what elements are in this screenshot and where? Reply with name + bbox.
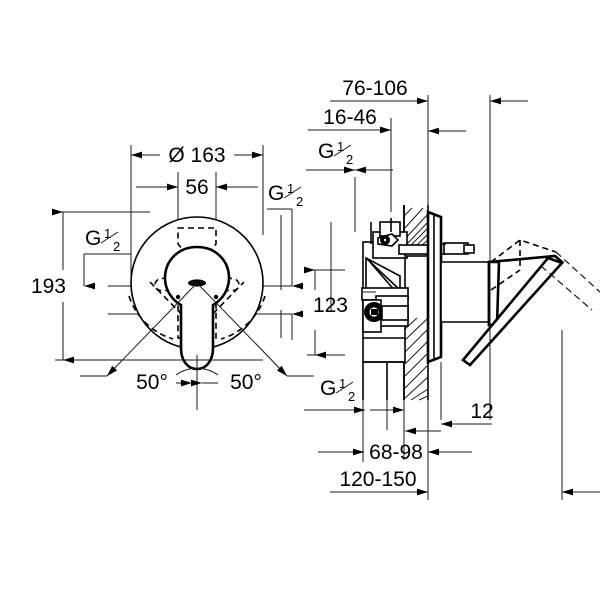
dimension-angle-left-50: 50° xyxy=(80,282,198,394)
dimension-span-68-98: 68-98 xyxy=(318,441,472,464)
supply-pipes xyxy=(362,218,392,400)
dimension-height-193: 193 xyxy=(31,208,74,364)
thread-label-front-left: G 1 2 xyxy=(83,226,131,290)
dimension-plate-thickness-12: 12 xyxy=(405,400,494,435)
thread-label-side-top: G 1 2 xyxy=(306,139,393,174)
dimension-span-120-150: 120-150 xyxy=(330,468,428,496)
escutcheon-plate-side xyxy=(426,210,443,364)
thread-letter-side-bottom: G xyxy=(320,377,336,400)
dimension-height-123: 123 xyxy=(304,266,348,359)
thread-numerator-front-left: 1 xyxy=(104,226,111,241)
thread-numerator-side-top: 1 xyxy=(337,139,344,154)
dim-label-16-46: 16-46 xyxy=(323,106,377,129)
thread-letter-front-right: G xyxy=(268,182,284,205)
dim-label-56: 56 xyxy=(185,176,208,199)
dim-label-12: 12 xyxy=(470,400,493,423)
angle-centre-mark xyxy=(175,355,219,410)
thread-denominator-side-top: 2 xyxy=(346,152,353,167)
dimension-diameter-163: Ø 163 xyxy=(131,144,263,167)
dim-label-diameter: Ø 163 xyxy=(168,144,225,167)
dimension-wall-gap xyxy=(428,97,528,135)
dim-label-193: 193 xyxy=(31,275,66,298)
dimension-angle-right-50: 50° xyxy=(196,282,314,394)
front-view: Ø 163 56 193 G 1 2 G 1 2 xyxy=(31,144,314,410)
dim-label-120-150: 120-150 xyxy=(339,468,416,491)
thread-letter-side-top: G xyxy=(318,140,334,163)
dim-label-angle-right: 50° xyxy=(230,371,262,394)
dimension-width-56: 56 xyxy=(136,176,258,199)
thread-label-side-bottom: G 1 2 xyxy=(304,376,404,414)
thread-denominator-front-left: 2 xyxy=(113,239,120,254)
handle-body-side xyxy=(440,239,600,367)
thread-denominator-side-bottom: 2 xyxy=(348,389,355,404)
side-view-extension-lines xyxy=(307,95,563,500)
dim-label-68-98: 68-98 xyxy=(369,441,423,464)
dimension-depth-76-106: 76-106 xyxy=(330,77,428,105)
dim-label-123: 123 xyxy=(313,294,348,317)
thread-letter-front-left: G xyxy=(85,227,101,250)
side-section-view: 76-106 16-46 G 1 2 123 G xyxy=(304,77,600,500)
dim-label-76-106: 76-106 xyxy=(342,77,407,100)
dim-label-angle-left: 50° xyxy=(136,371,168,394)
concealed-mixer-body xyxy=(361,221,428,363)
thread-numerator-front-right: 1 xyxy=(287,181,294,196)
thread-label-front-right: G 1 2 xyxy=(267,181,303,340)
thread-numerator-side-bottom: 1 xyxy=(339,376,346,391)
dimension-depth-16-46: 16-46 xyxy=(308,106,391,134)
thread-denominator-front-right: 2 xyxy=(296,194,303,209)
rotation-arc-guides xyxy=(128,281,266,340)
